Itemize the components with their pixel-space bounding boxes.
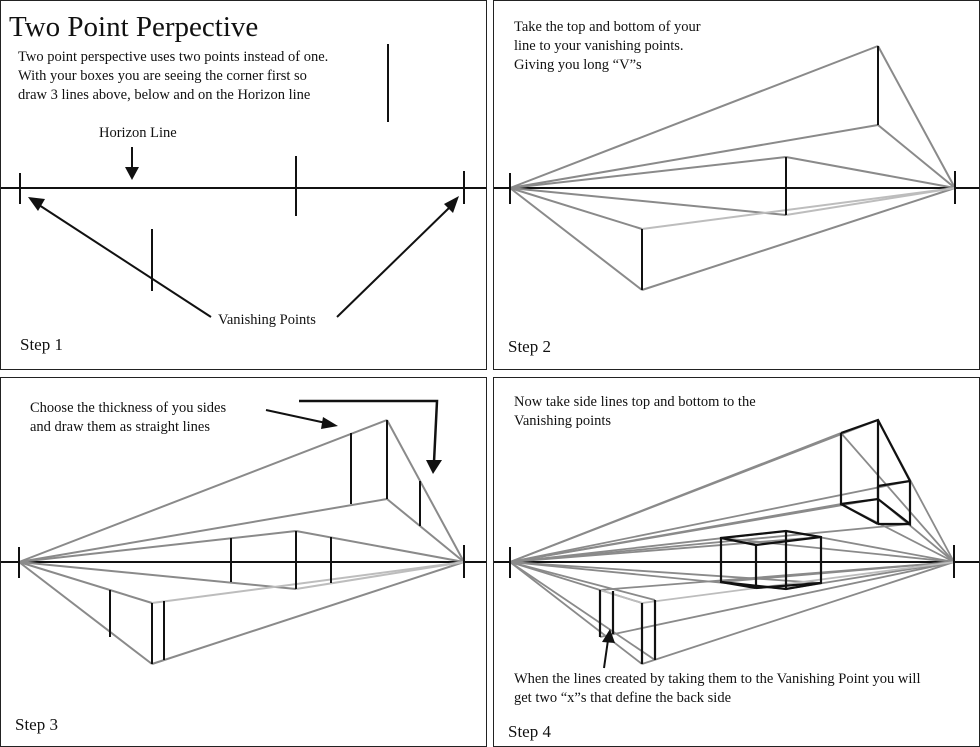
step-2-panel: Take the top and bottom of your line to … [493, 0, 980, 370]
step-2-text-1: Take the top and bottom of your [514, 19, 701, 35]
thickness-arrow-left-shaft [265, 409, 327, 424]
step-4-note-1: When the lines created by taking them to… [514, 671, 921, 687]
light-guides [599, 561, 955, 604]
step-4-drawing [494, 418, 979, 669]
step-4-note-2: get two “x”s that define the back side [514, 690, 732, 706]
upper-box [839, 418, 912, 527]
light-v-guides [641, 187, 956, 230]
thickness-arrow-right-head [426, 460, 442, 474]
vanishing-arrow-right-shaft [336, 206, 451, 318]
horizon-arrow-head [125, 167, 139, 180]
note-arrow-head [602, 629, 615, 643]
step-2-drawing [494, 45, 979, 291]
vanishing-arrow-right-head [444, 196, 459, 213]
step-1-panel: Two Point Perpective Two point perspecti… [0, 0, 487, 370]
step-3-text-1: Choose the thickness of you sides [30, 400, 227, 416]
step-4-text-1: Now take side lines top and bottom to th… [514, 394, 756, 410]
step-2-text-3: Giving you long “V”s [514, 57, 642, 73]
side-thickness-lines [109, 420, 421, 664]
step-3-drawing [1, 399, 486, 665]
step-3-label: Step 3 [15, 715, 58, 734]
step-1-drawing [1, 44, 486, 318]
step-4-panel: Now take side lines top and bottom to th… [493, 377, 980, 747]
intro-line-1: Two point perspective uses two points in… [18, 49, 329, 65]
upper-v-guides [509, 45, 956, 291]
step-3-text-2: and draw them as straight lines [30, 419, 210, 435]
step-1-label: Step 1 [20, 335, 63, 354]
v-guides [18, 419, 465, 665]
note-arrow-shaft [603, 639, 609, 669]
step-3-panel: Choose the thickness of you sides and dr… [0, 377, 487, 747]
lower-box [598, 590, 657, 664]
thickness-arrow-left-head [321, 417, 338, 429]
middle-box [719, 529, 823, 591]
thickness-arrow-right-shaft [299, 399, 439, 463]
vanishing-arrow-left-head [28, 197, 45, 211]
step-4-label: Step 4 [508, 722, 551, 741]
vanishing-arrow-left-shaft [38, 204, 212, 318]
step-4-text-2: Vanishing points [514, 413, 612, 429]
intro-line-3: draw 3 lines above, below and on the Hor… [18, 87, 311, 103]
step-2-label: Step 2 [508, 337, 551, 356]
vanishing-guides [509, 419, 955, 665]
vanishing-points-label: Vanishing Points [218, 312, 316, 328]
intro-line-2: With your boxes you are seeing the corne… [18, 68, 307, 84]
page-title: Two Point Perpective [9, 11, 259, 43]
light-guides [151, 561, 465, 604]
step-2-text-2: line to your vanishing points. [514, 38, 684, 54]
horizon-line-label: Horizon Line [99, 125, 177, 141]
